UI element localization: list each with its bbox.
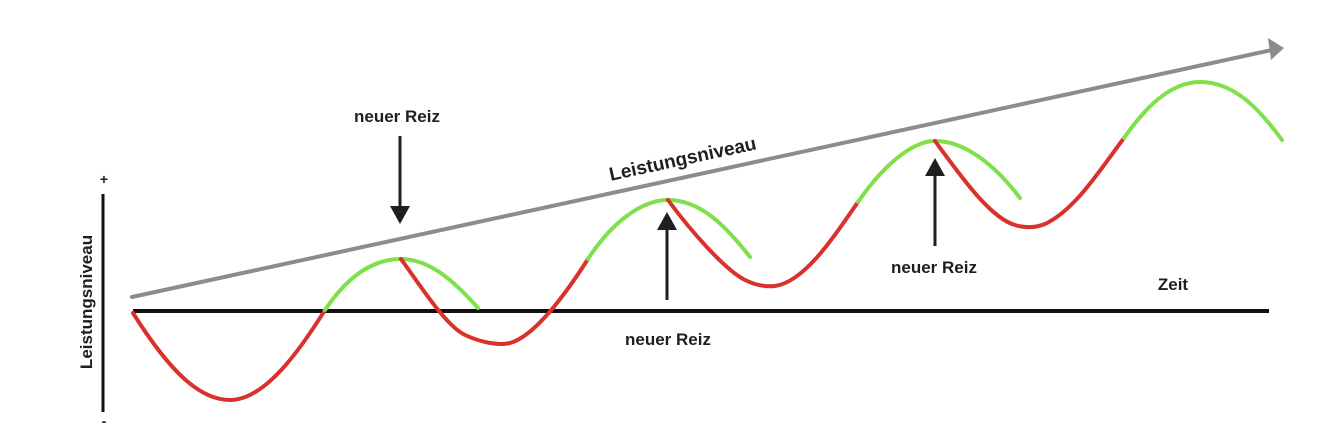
curve-decline-3 <box>666 198 860 289</box>
stimulus-arrow-up-2 <box>925 158 945 246</box>
stimulus-label-1: neuer Reiz <box>354 107 440 126</box>
trend-arrowhead <box>1268 38 1284 60</box>
curve-decline-4 <box>933 136 1126 230</box>
x-axis-label: Zeit <box>1158 275 1189 294</box>
performance-curve <box>131 79 1284 403</box>
curve-decline-2 <box>399 257 590 346</box>
curve-rise-1 <box>323 256 480 312</box>
y-axis-label: Leistungsniveau <box>77 235 96 369</box>
stimulus-arrow-up-1 <box>657 212 677 300</box>
stimulus-label-3: neuer Reiz <box>891 258 977 277</box>
curve-decline-1 <box>131 308 327 403</box>
stimulus-label-2: neuer Reiz <box>625 330 711 349</box>
trend-line <box>130 48 1274 299</box>
y-axis-plus: + <box>100 171 108 187</box>
curve-rise-4 <box>1122 79 1284 142</box>
y-axis-minus: - <box>102 413 107 429</box>
stimulus-arrow-down <box>390 136 410 224</box>
